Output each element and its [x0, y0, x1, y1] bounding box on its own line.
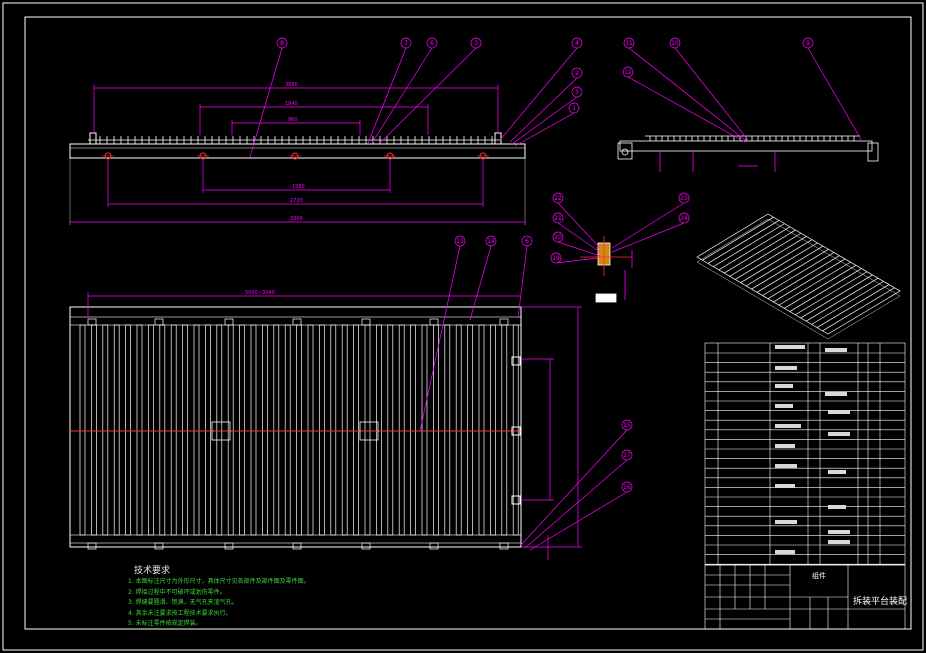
balloon-number: 8 [280, 40, 284, 47]
balloon-callout [669, 37, 681, 49]
balloon-number: 9 [806, 40, 810, 47]
title-block-drawing-name: 拆装平台装配 [853, 597, 908, 607]
note-5: 5. 未标注零件按规定焊装。 [128, 620, 202, 627]
balloon-number: 6 [430, 40, 434, 47]
balloon-number: 19 [552, 255, 560, 262]
dim-3880: 3880 [285, 82, 298, 88]
technical-requirements: 技术要求 1. 本图标注尺寸为外形尺寸，具体尺寸见各部件及部件图及零件图。 2.… [128, 565, 310, 630]
title-block-material: 组件 [812, 572, 826, 580]
balloon-callout [552, 192, 564, 204]
balloon-callout [568, 102, 580, 114]
balloon-callout [276, 37, 288, 49]
balloon-number: 23 [680, 195, 688, 202]
note-2: 2. 焊接过程中不可破坏或划伤零件。 [128, 588, 226, 596]
notes-title: 技术要求 [134, 566, 171, 576]
dim-1560: 1560 [292, 184, 305, 190]
front-dimensions: 3880 1840 960 1560 2720 3300 [70, 82, 525, 223]
dim-960: 960 [288, 117, 298, 123]
balloon-callout [621, 419, 633, 431]
dim-2720: 2720 [290, 198, 303, 204]
balloon-callout [678, 212, 690, 224]
side-elevation-view [617, 135, 879, 172]
balloon-number: 7 [404, 40, 408, 47]
balloon-callout [552, 212, 564, 224]
balloon-number: 15 [623, 422, 631, 429]
balloon-number: 1 [572, 105, 576, 112]
balloon-callout [621, 481, 633, 493]
balloon-number: 16 [623, 484, 631, 491]
detail-view [580, 236, 633, 303]
title-block [704, 564, 906, 630]
balloon-callout [454, 235, 466, 247]
balloon-callout [621, 449, 633, 461]
note-4: 4. 其余未注要求按工程技术要求执行。 [128, 609, 232, 617]
balloon-number: 11 [625, 40, 633, 47]
balloon-number: 14 [487, 238, 495, 245]
detail-balloons: 22 21 20 19 23 24 [550, 192, 690, 264]
balloon-callout [426, 37, 438, 49]
dim-3300: 3300 [290, 216, 303, 222]
dim-1840: 1840 [285, 101, 298, 107]
balloon-number: 6 [525, 238, 529, 245]
balloon-number: 3 [474, 40, 478, 47]
balloon-callout [802, 37, 814, 49]
drawing-inner-frame [24, 16, 912, 630]
plan-dimensions: 5000~3040 [87, 290, 582, 560]
balloon-number: 24 [680, 215, 688, 222]
balloon-number: 20 [554, 234, 562, 241]
front-elevation-view [69, 132, 526, 225]
balloon-callout [623, 37, 635, 49]
balloon-callout [571, 67, 583, 79]
parts-list [704, 342, 906, 566]
front-balloons: 8 7 6 3 4 2 5 1 [249, 37, 583, 158]
balloon-number: 4 [575, 40, 579, 47]
balloon-callout [485, 235, 497, 247]
balloon-number: 5 [575, 89, 579, 96]
note-3: 3. 焊缝要圆滑、饱满，无气孔夹渣气孔。 [128, 599, 238, 606]
balloon-callout [678, 192, 690, 204]
plan-view [69, 306, 522, 550]
plan-balloons: 13 14 6 15 17 16 [419, 235, 633, 551]
balloon-number: 12 [624, 69, 632, 76]
balloon-number: 22 [554, 195, 562, 202]
balloon-callout [552, 231, 564, 243]
balloon-callout [550, 252, 562, 264]
balloon-callout [400, 37, 412, 49]
balloon-callout [521, 235, 533, 247]
balloon-callout [470, 37, 482, 49]
balloon-callout [571, 86, 583, 98]
isometric-view [696, 213, 901, 340]
dim-plan-width: 5000~3040 [245, 290, 275, 296]
balloon-callout [622, 66, 634, 78]
balloon-number: 17 [623, 452, 631, 459]
balloon-number: 10 [671, 40, 679, 47]
balloon-number: 2 [575, 70, 579, 77]
balloon-number: 13 [456, 238, 464, 245]
balloon-number: 21 [554, 215, 562, 222]
note-1: 1. 本图标注尺寸为外形尺寸，具体尺寸见各部件及部件图及零件图。 [128, 578, 310, 585]
balloon-callout [571, 37, 583, 49]
side-balloons: 11 10 9 12 [622, 37, 863, 143]
